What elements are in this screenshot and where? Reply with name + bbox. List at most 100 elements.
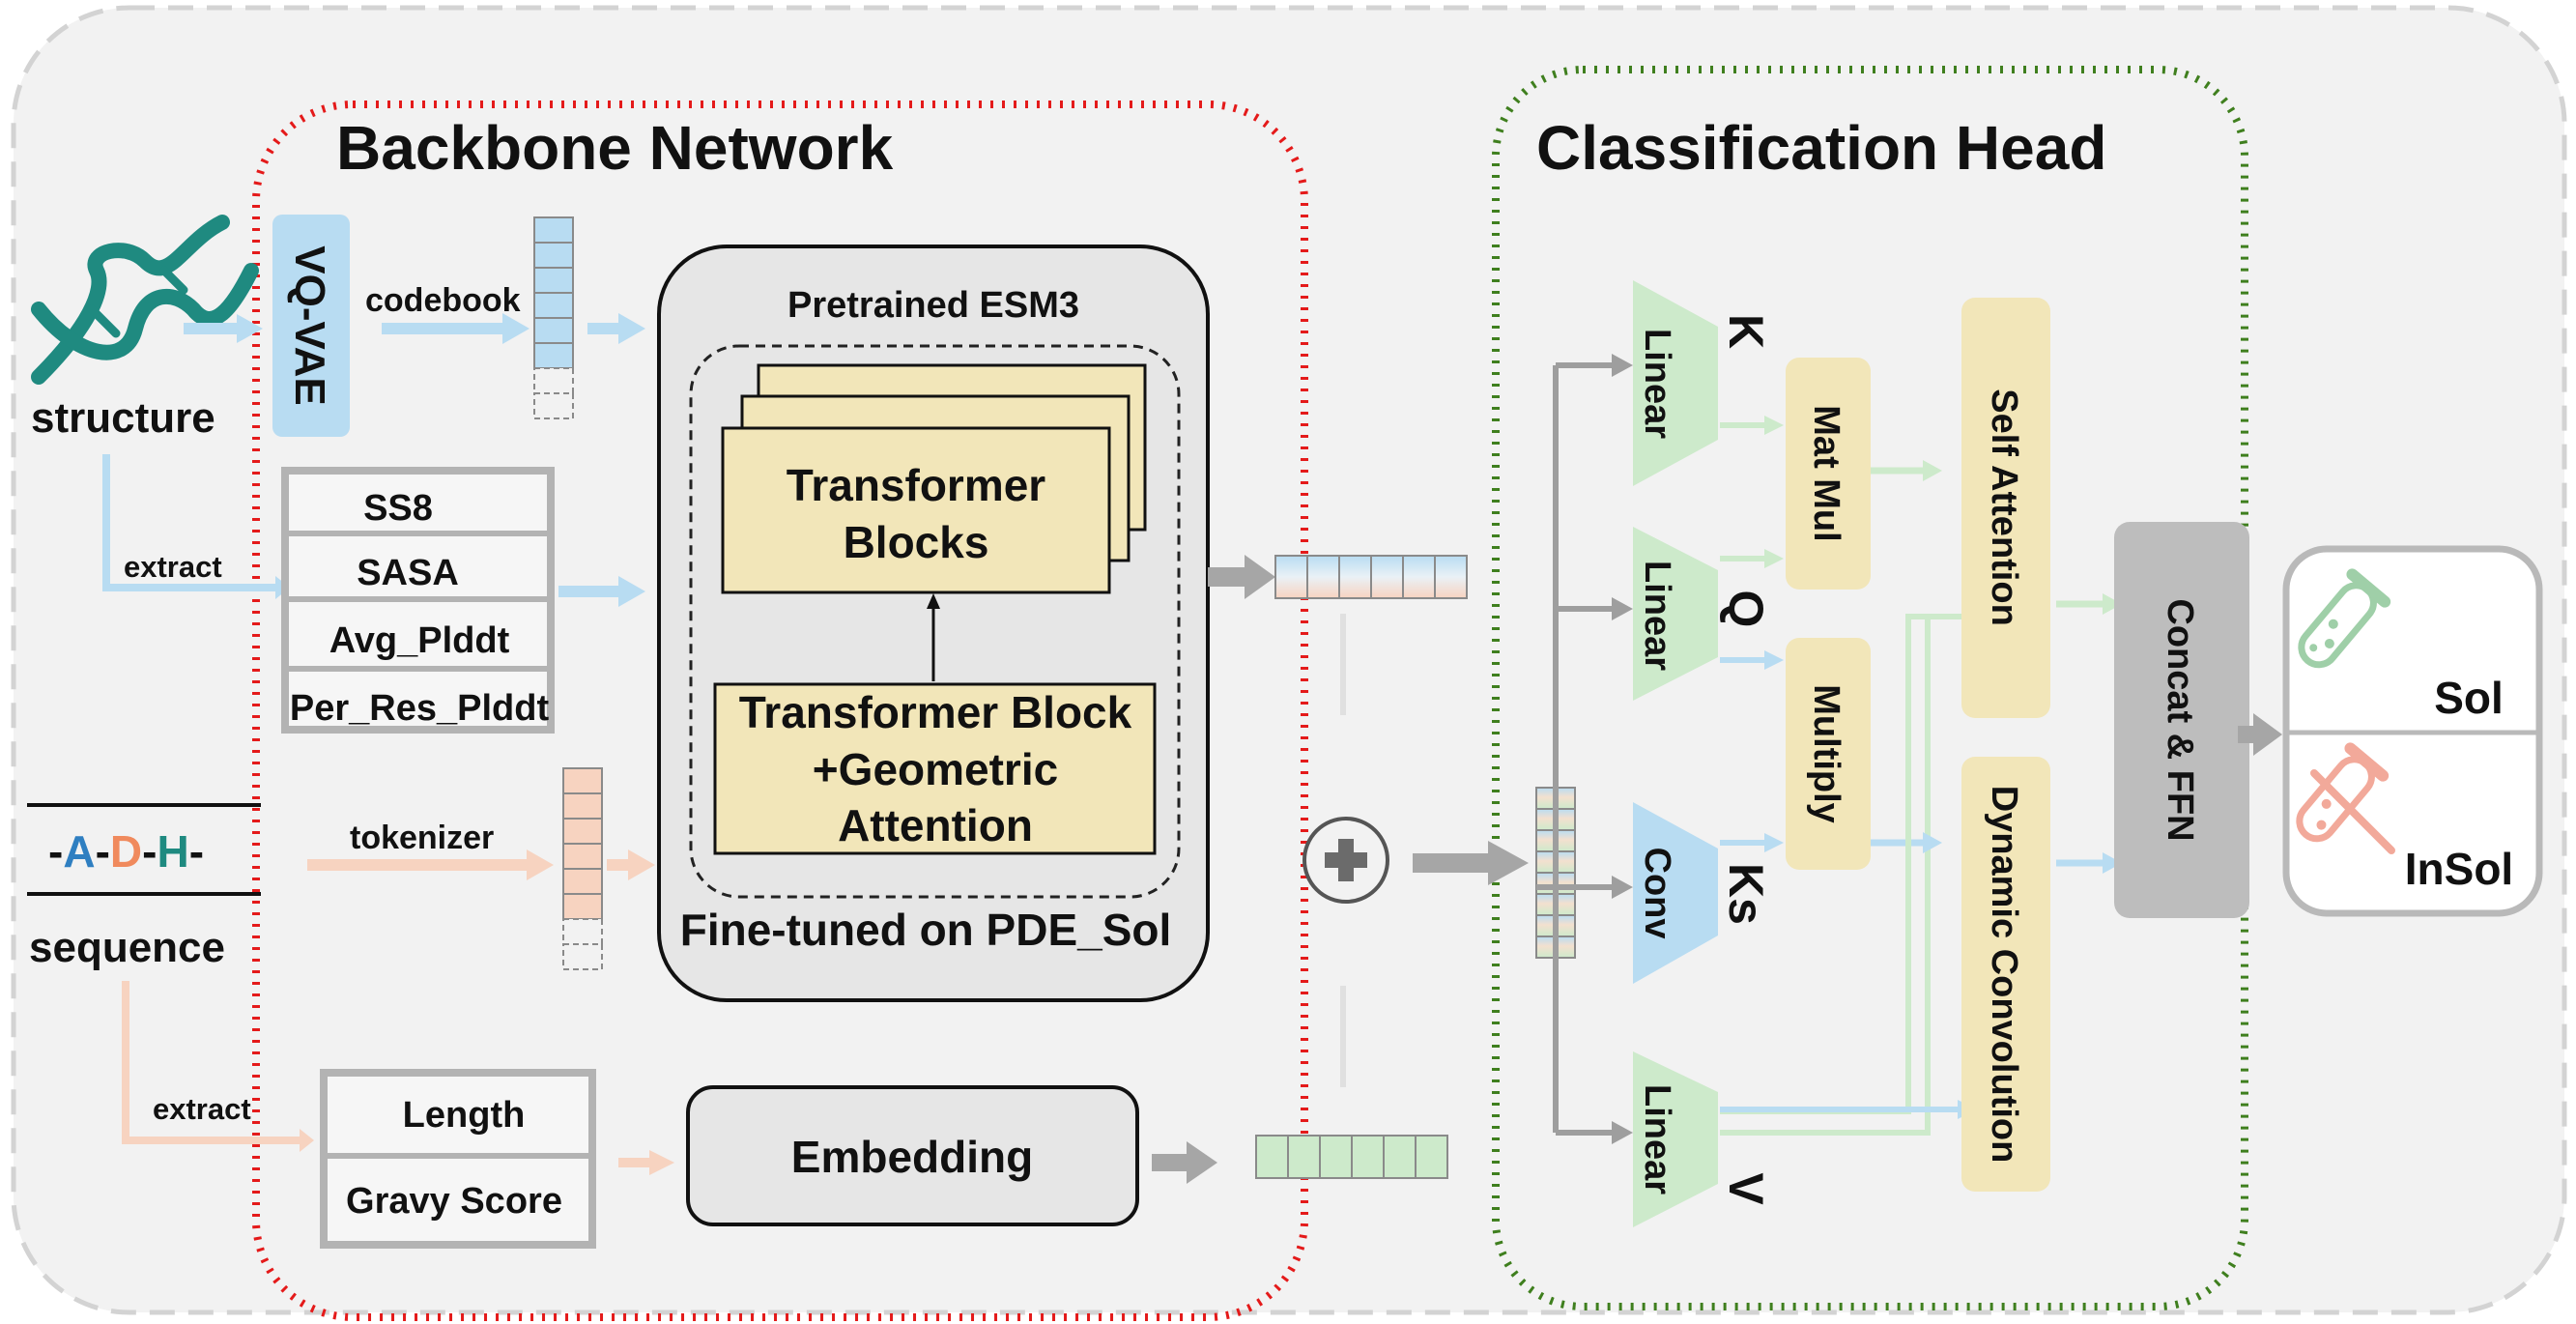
head-splitter-lines — [1536, 362, 1616, 1136]
feature-table — [281, 467, 555, 734]
conv-block — [1633, 802, 1718, 984]
sequence-label: sequence — [29, 924, 225, 971]
head-connectors — [1720, 422, 2104, 1136]
linear-k-block — [1633, 280, 1718, 486]
linear-q-label: Linear — [1637, 561, 1677, 671]
sol-label: Sol — [2434, 673, 2504, 723]
geo-line-3: Attention — [838, 800, 1033, 850]
q-label: Q — [1719, 590, 1773, 628]
feature-per-res-plddt: Per_Res_Plddt — [290, 688, 550, 729]
esm-output-cell — [1338, 555, 1372, 599]
finetune-dashed-box — [689, 344, 1181, 899]
sequence-token-column — [562, 767, 603, 970]
arrowhead — [1612, 597, 1633, 620]
embedding-box — [686, 1085, 1139, 1226]
esm-output-cell — [1274, 555, 1308, 599]
test-tube-icon — [2298, 568, 2391, 669]
matmul-box — [1786, 358, 1871, 590]
arrowhead — [927, 593, 940, 609]
arrowhead — [2103, 852, 2122, 874]
arrowhead — [1764, 650, 1784, 670]
embedding-cell — [1351, 1135, 1385, 1179]
arrowhead — [1923, 832, 1942, 853]
arrowhead — [649, 1150, 674, 1175]
sequence-token — [562, 792, 603, 820]
embedding-cell — [1383, 1135, 1417, 1179]
ks-label: Ks — [1719, 863, 1773, 925]
sequence-token — [562, 868, 603, 895]
embedding-vector — [1255, 1135, 1448, 1179]
extract-connector-top — [102, 454, 275, 591]
sequence-token — [562, 767, 603, 794]
scalar-table — [320, 1069, 596, 1249]
structure-token — [533, 242, 574, 269]
dna-icon — [31, 215, 259, 385]
self-attention-box — [1961, 298, 2050, 718]
arrowhead — [618, 576, 645, 607]
geo-line-2: +Geometric — [813, 744, 1058, 794]
extract-connector-bottom — [122, 981, 300, 1144]
linear-v-label: Linear — [1637, 1084, 1677, 1194]
arrowhead — [618, 313, 645, 344]
geometric-block — [713, 682, 1157, 855]
cross-icon — [2310, 769, 2395, 854]
tokenizer-label: tokenizer — [350, 820, 494, 856]
arrowhead — [1764, 833, 1784, 852]
feature-sasa: SASA — [357, 553, 459, 593]
k-label: K — [1719, 314, 1773, 349]
arrowhead — [527, 849, 554, 880]
embedding-cell — [1415, 1135, 1448, 1179]
linear-q-block — [1633, 527, 1718, 701]
esm3-title: Pretrained ESM3 — [787, 285, 1079, 326]
embedding-label: Embedding — [791, 1132, 1033, 1182]
sequence-token — [562, 818, 603, 845]
geo-line-1: Transformer Block — [739, 687, 1132, 737]
embedding-cell — [1319, 1135, 1353, 1179]
arrow-shaft — [2238, 726, 2255, 743]
vq-vae-box — [272, 215, 350, 437]
arrowhead — [2103, 593, 2122, 615]
arrowhead — [1764, 416, 1784, 435]
concat-ffn-label: Concat & FFN — [2160, 598, 2200, 841]
transformer-stack — [721, 363, 1147, 594]
arrowhead — [1923, 460, 1942, 481]
residue-d: D — [110, 826, 142, 877]
esm-output-cell — [1306, 555, 1340, 599]
esm-output-vector — [1274, 555, 1468, 599]
multiply-label: Multiply — [1806, 684, 1846, 823]
arrowhead — [1245, 555, 1275, 599]
arrowhead — [237, 314, 263, 343]
structure-token — [533, 216, 574, 244]
matmul-label: Mat Mul — [1806, 405, 1846, 541]
conv-label: Conv — [1637, 848, 1677, 939]
structure-token — [533, 317, 574, 344]
structure-token — [533, 267, 574, 294]
arrowhead — [1612, 1121, 1633, 1144]
extract-label-bottom: extract — [153, 1092, 251, 1126]
arrowhead — [1488, 841, 1529, 885]
esm-output-cell — [1370, 555, 1404, 599]
arrowhead — [1612, 354, 1633, 377]
finetuned-label: Fine-tuned on PDE_Sol — [680, 905, 1172, 955]
extract-label-top: extract — [124, 550, 222, 584]
arrowhead — [628, 849, 655, 880]
sequence-token — [562, 893, 603, 920]
head-title: Classification Head — [1536, 113, 2106, 183]
arrowhead — [1612, 876, 1633, 899]
scalar-gravy-score: Gravy Score — [346, 1181, 562, 1222]
arrowhead — [2253, 713, 2282, 756]
feature-ss8: SS8 — [363, 488, 433, 529]
insol-label: InSol — [2405, 844, 2513, 894]
self-attention-label: Self Attention — [1984, 389, 2024, 626]
structure-token — [533, 342, 574, 369]
sum-node — [1302, 817, 1389, 904]
embedding-cell — [1255, 1135, 1289, 1179]
dynamic-conv-label: Dynamic Convolution — [1984, 786, 2024, 1164]
concat-ffn-box — [2114, 522, 2249, 918]
residue-a: A — [63, 826, 95, 877]
structure-token — [533, 367, 574, 394]
scalar-length: Length — [403, 1095, 526, 1136]
linear-k-label: Linear — [1637, 329, 1677, 439]
feature-avg-plddt: Avg_Plddt — [329, 620, 510, 661]
